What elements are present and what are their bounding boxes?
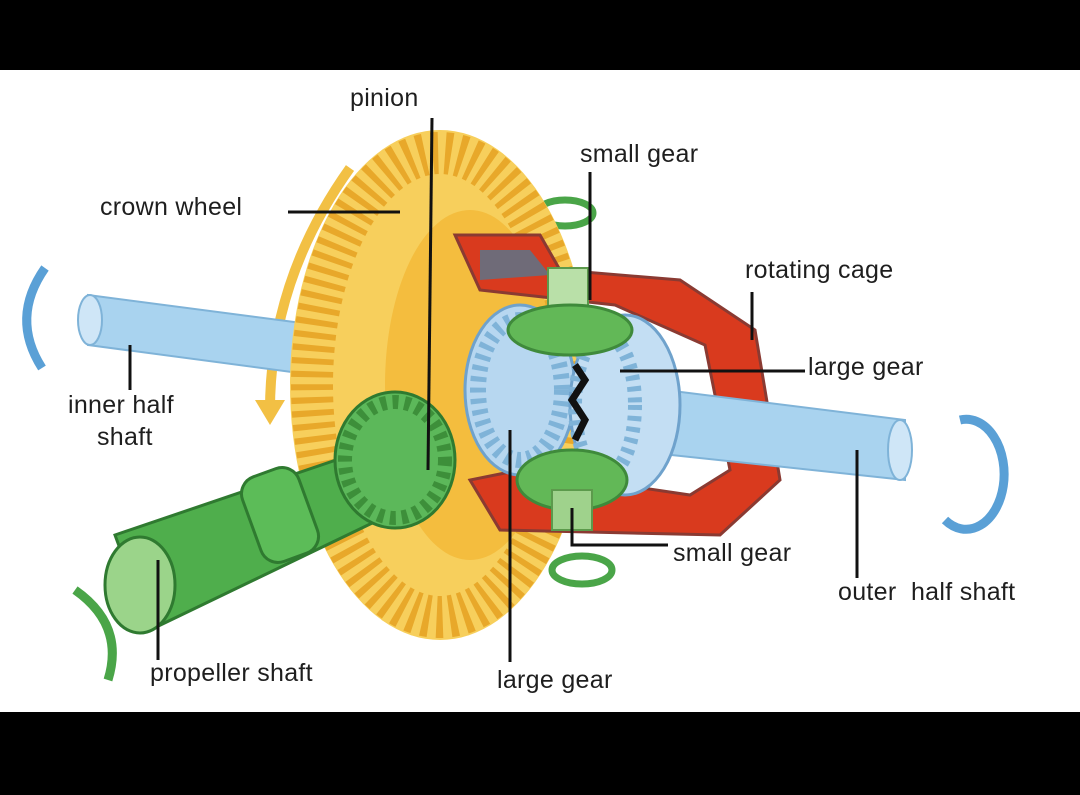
leader-lines <box>128 117 859 662</box>
label-small-gear-bottom: small gear <box>673 539 792 567</box>
pinion-teeth <box>338 395 452 525</box>
crown-arrow-head <box>255 400 285 425</box>
label-outer-half-shaft: outer half shaft <box>838 578 1016 606</box>
outer-shaft-end <box>887 419 913 481</box>
label-inner-half-shaft-2: shaft <box>97 423 153 451</box>
large-gear-right <box>568 313 682 497</box>
leader-pinion <box>426 117 434 471</box>
small-gear-bottom-rotation-arrow <box>548 552 616 588</box>
small-gear-top <box>506 303 634 357</box>
label-rotating-cage: rotating cage <box>745 256 894 284</box>
leader-small-gear-bottom <box>570 508 668 547</box>
inner-shaft-end <box>77 294 103 346</box>
outer-shaft-rotation-arrow <box>941 414 1009 534</box>
pinion-gear <box>333 390 457 530</box>
propeller-rotation-arrow <box>72 586 117 682</box>
label-small-gear-top: small gear <box>580 140 699 168</box>
label-large-gear-bottom: large gear <box>497 666 613 694</box>
inner-shaft-rotation-arrow <box>22 265 49 371</box>
cage-inner-face <box>480 250 550 280</box>
universal-joint <box>239 466 321 564</box>
label-large-gear-right: large gear <box>808 353 924 381</box>
crown-rotation-arrow <box>265 165 355 411</box>
label-propeller-shaft: propeller shaft <box>150 659 313 687</box>
label-pinion: pinion <box>350 84 419 112</box>
label-crown-wheel: crown wheel <box>100 193 243 221</box>
gear-mesh-gap <box>567 363 590 442</box>
rotating-cage <box>452 233 782 537</box>
propeller-shaft-end <box>103 535 177 635</box>
label-inner-half-shaft-1: inner half <box>68 391 174 419</box>
